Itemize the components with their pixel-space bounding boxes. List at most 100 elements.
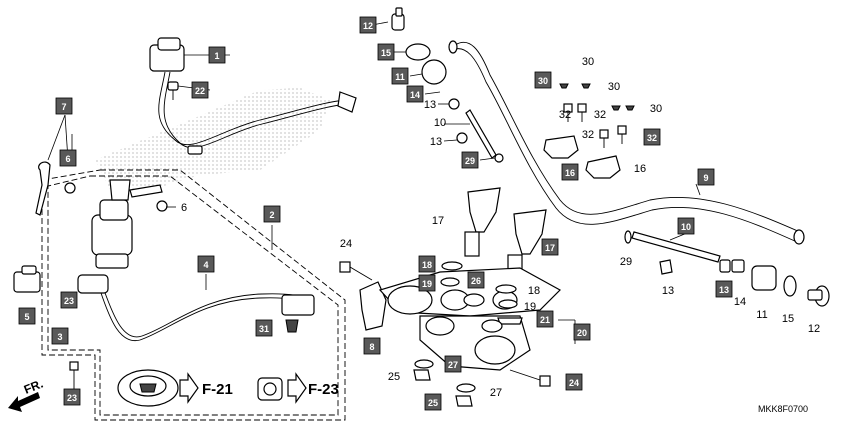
callout-number: 16 — [634, 163, 646, 175]
reference-f21[interactable]: F-21 — [202, 381, 233, 398]
callout-label-12: 12 — [808, 323, 820, 335]
washer-15-left — [405, 43, 431, 61]
callout-number: 24 — [569, 378, 579, 388]
callout-box-21: 21 — [536, 310, 554, 328]
callout-number: 7 — [61, 102, 66, 112]
callout-box-27: 27 — [444, 355, 462, 373]
callout-number: 15 — [782, 313, 794, 325]
callout-box-15: 15 — [377, 43, 395, 61]
callout-box-bg — [359, 16, 377, 34]
callout-box-bg — [391, 67, 409, 85]
callout-number: 13 — [719, 285, 729, 295]
washer-14-right — [731, 259, 745, 273]
callout-label-19: 19 — [524, 301, 536, 313]
callout-box-30: 30 — [534, 71, 552, 89]
switch-5 — [13, 265, 41, 293]
callout-box-5: 5 — [18, 307, 36, 325]
callout-number: 30 — [538, 76, 548, 86]
handlebar — [448, 40, 805, 245]
callout-label-32: 32 — [594, 109, 606, 121]
callout-number: 14 — [734, 296, 746, 308]
callout-number: 12 — [363, 21, 373, 31]
callout-box-bg — [643, 128, 661, 146]
callout-box-bg — [536, 310, 554, 328]
callout-box-bg — [208, 46, 226, 64]
callout-label-13: 13 — [424, 99, 436, 111]
callout-number: 27 — [448, 360, 458, 370]
callout-number: 10 — [681, 222, 691, 232]
ring-29-left — [494, 153, 504, 163]
callout-label-13: 13 — [430, 136, 442, 148]
washer-19b — [498, 299, 518, 309]
bush-26b — [481, 319, 503, 333]
callout-number: 18 — [422, 260, 432, 270]
callout-box-19: 19 — [418, 274, 436, 292]
callout-number: 14 — [410, 90, 420, 100]
fuel-cap — [117, 369, 179, 407]
callout-box-32: 32 — [643, 128, 661, 146]
callout-box-11: 11 — [391, 67, 409, 85]
callout-box-23: 23 — [63, 388, 81, 406]
callout-number: 32 — [647, 133, 657, 143]
handlebar-switch-cable — [149, 37, 357, 155]
callout-number: 17 — [432, 215, 444, 227]
callout-number: 16 — [565, 168, 575, 178]
callout-box-31: 31 — [255, 319, 273, 337]
callout-box-12: 12 — [359, 16, 377, 34]
callout-box-bg — [534, 71, 552, 89]
callout-label-30: 30 — [582, 56, 594, 68]
clip-21 — [497, 317, 523, 325]
callout-number: 4 — [203, 260, 208, 270]
callout-label-30: 30 — [608, 81, 620, 93]
callout-number: 9 — [703, 173, 708, 183]
callout-box-bg — [424, 393, 442, 411]
callout-box-bg — [60, 291, 78, 309]
bracket-8 — [359, 281, 387, 331]
callout-label-16: 16 — [634, 163, 646, 175]
callout-box-bg — [263, 205, 281, 223]
arrow-f23 — [287, 372, 307, 404]
bolt-24-lower — [509, 369, 551, 387]
shading-region — [95, 88, 330, 190]
callout-box-13: 13 — [715, 280, 733, 298]
callout-number: 26 — [471, 276, 481, 286]
washer-27b — [456, 383, 476, 393]
callout-number: 17 — [545, 243, 555, 253]
callout-box-20: 20 — [573, 323, 591, 341]
callout-box-bg — [197, 255, 215, 273]
arrow-f21 — [179, 372, 199, 404]
callout-number: 1 — [214, 51, 219, 61]
callout-label-11: 11 — [756, 309, 767, 321]
callout-number: 27 — [490, 387, 502, 399]
screw-22 — [167, 81, 179, 100]
callout-box-1: 1 — [208, 46, 226, 64]
bar-end-11-right — [751, 265, 777, 291]
cable-4 — [77, 274, 315, 342]
callout-number: 18 — [528, 285, 540, 297]
callout-box-2: 2 — [263, 205, 281, 223]
callout-label-32: 32 — [559, 109, 571, 121]
callout-box-bg — [55, 97, 73, 115]
callout-box-3: 3 — [51, 327, 69, 345]
washer-27a — [414, 359, 434, 369]
callout-box-10: 10 — [677, 217, 695, 235]
callout-label-25: 25 — [388, 371, 400, 383]
washer-18b — [495, 284, 517, 294]
callout-number: 23 — [64, 296, 74, 306]
washer-19a — [440, 277, 460, 287]
collar-13-right — [719, 259, 731, 273]
callout-number: 19 — [524, 301, 536, 313]
bush-26a — [463, 293, 485, 307]
callout-number: 20 — [577, 328, 587, 338]
callout-number: 30 — [608, 81, 620, 93]
bolt-24-upper — [339, 261, 373, 281]
callout-box-bg — [565, 373, 583, 391]
inner-weight-right — [624, 230, 721, 263]
callout-box-6: 6 — [59, 149, 77, 167]
callout-number: 23 — [67, 393, 77, 403]
reference-f23[interactable]: F-23 — [308, 381, 339, 398]
callout-number: 22 — [195, 86, 205, 96]
inner-weight-left — [448, 98, 497, 159]
callout-label-24: 24 — [340, 238, 352, 250]
